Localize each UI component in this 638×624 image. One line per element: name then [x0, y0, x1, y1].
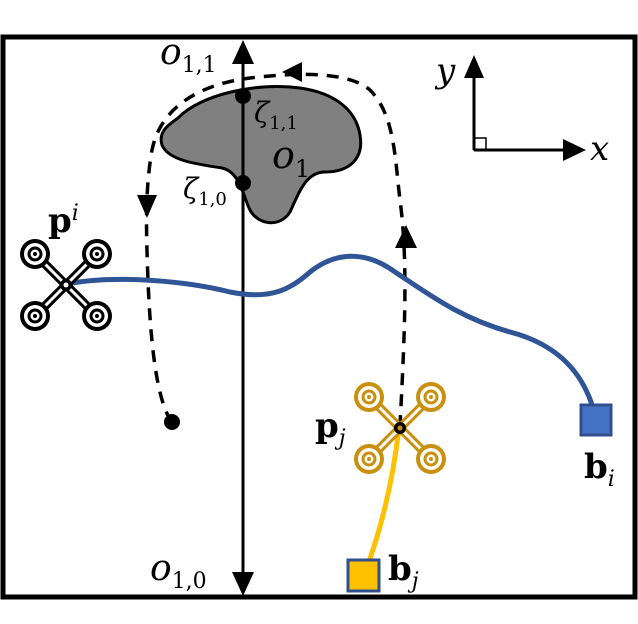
label-pj: pj	[315, 406, 346, 451]
drone-i-icon	[20, 239, 112, 331]
environment-border	[0, 34, 638, 600]
zeta-1-1-point	[235, 88, 251, 104]
label-bj: bj	[388, 549, 419, 594]
zeta-1-0-point	[235, 175, 251, 191]
label-zeta10: ζ1,0	[183, 172, 227, 210]
label-zeta11: ζ1,1	[254, 96, 298, 134]
path-i	[65, 253, 598, 416]
goal-bi	[579, 403, 613, 437]
label-bi: bi	[584, 447, 615, 492]
label-o11: o1,1	[160, 32, 217, 78]
dashed-loop-path	[137, 62, 417, 430]
loop-start-point	[164, 414, 180, 430]
label-pi: pi	[48, 201, 79, 241]
x-axis-label: x	[590, 129, 609, 169]
reference-line	[232, 40, 254, 596]
goal-bj	[346, 558, 381, 593]
axes-indicator: y x	[434, 51, 609, 169]
y-axis-label: y	[434, 51, 456, 91]
label-o10: o1,0	[150, 548, 207, 594]
path-j	[362, 427, 402, 573]
label-o1: o1	[272, 133, 310, 183]
drone-j-icon	[354, 382, 446, 474]
obstacle-o1	[159, 85, 363, 225]
